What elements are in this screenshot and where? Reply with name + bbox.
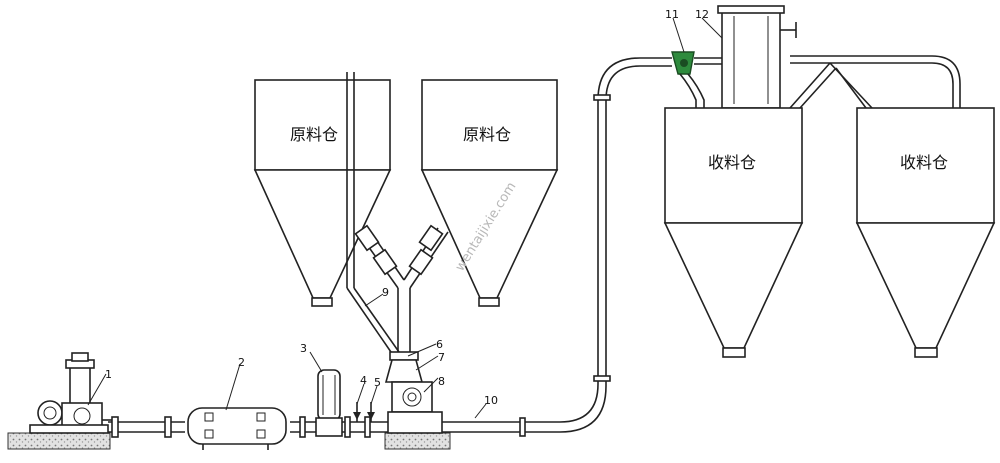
callout-5: 5 (374, 376, 381, 389)
bag-filter (717, 5, 797, 109)
callout-10: 10 (484, 394, 498, 407)
callout-leaders (87, 17, 723, 419)
callout-3: 3 (300, 342, 307, 355)
callout-7: 7 (438, 351, 445, 364)
raw-silo-2 (420, 79, 559, 307)
receiving-silo-1-label: 收料仓 (708, 153, 756, 172)
callout-1: 1 (105, 368, 112, 381)
diverter-valve (671, 51, 722, 108)
roots-blower (29, 352, 112, 434)
callout-2: 2 (238, 356, 245, 369)
rotary-feeder (384, 351, 460, 434)
vent-return-pipe (346, 72, 400, 356)
raw-silo-2-label: 原料仓 (463, 125, 511, 144)
ground-pad-blower (7, 432, 111, 450)
callout-12: 12 (695, 8, 709, 21)
raw-silo-1-label: 原料仓 (290, 125, 338, 144)
air-cooler-tank (187, 407, 287, 450)
callout-6: 6 (436, 338, 443, 351)
receiving-silo-2 (855, 107, 996, 358)
y-branch-pipes (354, 224, 449, 352)
callout-4: 4 (360, 374, 367, 387)
receiving-silo-1 (663, 107, 804, 358)
callout-8: 8 (438, 375, 445, 388)
raw-silo-1 (253, 79, 392, 307)
conveying-pipe (460, 57, 672, 437)
receiver-vent-pipes (789, 55, 961, 109)
ground-pad-feeder (384, 432, 451, 450)
receiving-silo-2-label: 收料仓 (900, 153, 948, 172)
valve-4-5 (353, 402, 375, 422)
vertical-filter (315, 369, 343, 437)
callout-11: 11 (665, 8, 679, 21)
callout-9: 9 (382, 286, 389, 299)
